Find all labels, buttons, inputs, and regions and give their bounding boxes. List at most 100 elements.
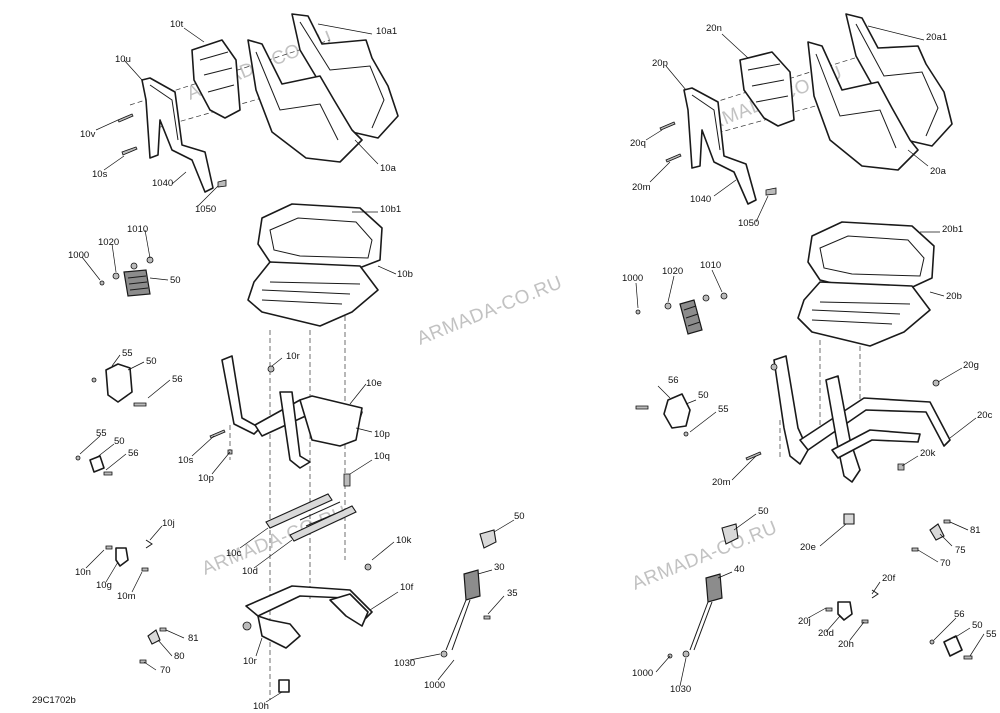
callout-10a: 10a [380, 163, 397, 174]
callout-20p: 20p [652, 58, 668, 69]
seat-cushion-20b1 [807, 221, 935, 291]
backrest-20a [807, 41, 919, 171]
watermark: ARMADA-CO.RU [414, 272, 565, 349]
seat-base-20b [797, 281, 931, 347]
seat-frame-20c-rail [799, 397, 951, 451]
callout-20g: 20g [963, 360, 979, 371]
seat-frame-20p [683, 87, 757, 205]
callout-10s: 10s [178, 455, 194, 466]
callout-55: 55 [718, 404, 729, 415]
headrest-20n [739, 51, 795, 127]
seat-riser-10f-leg [329, 593, 369, 627]
leader-lines [79, 23, 985, 703]
callout-50: 50 [146, 356, 157, 367]
latch-50b [943, 635, 963, 657]
callout-20c: 20c [977, 410, 993, 421]
callout-20f: 20f [882, 573, 896, 584]
callout-50: 50 [114, 436, 125, 447]
callout-50: 50 [170, 275, 181, 286]
callout-1010: 1010 [127, 224, 148, 235]
foot-20e [843, 513, 855, 525]
callout-10r: 10r [286, 351, 300, 362]
callout-20j: 20j [798, 616, 811, 627]
callout-20n: 20n [706, 23, 722, 34]
callout-20d: 20d [818, 628, 834, 639]
callout-1010: 1010 [700, 260, 721, 271]
slide-rail-10c [265, 493, 333, 529]
callout-20m: 20m [712, 477, 731, 488]
callout-20q: 20q [630, 138, 646, 149]
latch-50b [89, 455, 105, 473]
callout-1000: 1000 [632, 668, 653, 679]
callout-1040: 1040 [690, 194, 711, 205]
belt-anchor-50 [721, 523, 739, 545]
diagram-code: 29C1702b [32, 695, 76, 706]
seat-frame-10e [221, 355, 261, 435]
callout-10f: 10f [400, 582, 414, 593]
buckle-50 [679, 299, 703, 335]
latch-50 [105, 363, 133, 403]
callout-30: 30 [494, 562, 505, 573]
callout-10p: 10p [198, 473, 214, 484]
seat-frame-10e-rear [299, 395, 363, 447]
callout-55: 55 [122, 348, 133, 359]
callout-10r: 10r [243, 656, 257, 667]
callout-20a: 20a [930, 166, 947, 177]
callout-10h: 10h [253, 701, 269, 712]
callout-10a1: 10a1 [376, 26, 397, 37]
belt-retractor-30 [463, 569, 481, 601]
callout-10m: 10m [117, 591, 136, 602]
callout-40: 40 [734, 564, 745, 575]
callout-10g: 10g [96, 580, 112, 591]
bracket-20d [837, 601, 853, 621]
watermark: ARMADA-CO.RU [629, 517, 780, 594]
belt-retractor-40 [705, 573, 723, 603]
callout-20b: 20b [946, 291, 962, 302]
callout-1030: 1030 [670, 684, 691, 695]
callout-80: 80 [174, 651, 185, 662]
callout-1000: 1000 [622, 273, 643, 284]
callout-10e: 10e [366, 378, 382, 389]
bushing-80 [147, 629, 161, 645]
callout-10p: 10p [374, 429, 390, 440]
callout-56: 56 [128, 448, 139, 459]
callout-50: 50 [758, 506, 769, 517]
seat-frame-20c [773, 355, 809, 465]
callout-10n: 10n [75, 567, 91, 578]
callout-1000: 1000 [424, 680, 445, 691]
headrest-10t [191, 39, 241, 119]
callout-20m: 20m [632, 182, 651, 193]
callout-55: 55 [96, 428, 107, 439]
foot-10h [278, 679, 290, 693]
callout-50: 50 [698, 390, 709, 401]
callout-56: 56 [668, 375, 679, 386]
belt-anchor-50 [479, 529, 497, 549]
callout-20h: 20h [838, 639, 854, 650]
callout-70: 70 [940, 558, 951, 569]
callout-35: 35 [507, 588, 518, 599]
callout-1020: 1020 [662, 266, 683, 277]
watermark: ARMADA-CO.RU [199, 502, 350, 579]
seat-frame-20c-cross [831, 429, 921, 459]
callout-10k: 10k [396, 535, 412, 546]
seat-riser-10f-front [257, 615, 301, 649]
callout-1000: 1000 [68, 250, 89, 261]
callout-20b1: 20b1 [942, 224, 963, 235]
callout-10s: 10s [92, 169, 108, 180]
callout-20k: 20k [920, 448, 936, 459]
callout-20a1: 20a1 [926, 32, 947, 43]
callout-10d: 10d [242, 566, 258, 577]
bushing-75 [929, 523, 945, 541]
callout-10t: 10t [170, 19, 184, 30]
callout-75: 75 [955, 545, 966, 556]
callout-1050: 1050 [195, 204, 216, 215]
callout-20e: 20e [800, 542, 816, 553]
callout-1040: 1040 [152, 178, 173, 189]
callout-10b1: 10b1 [380, 204, 401, 215]
seat-cushion-10b1 [257, 203, 383, 271]
callout-55: 55 [986, 629, 997, 640]
callout-81: 81 [970, 525, 981, 536]
callout-70: 70 [160, 665, 171, 676]
callout-10j: 10j [162, 518, 175, 529]
